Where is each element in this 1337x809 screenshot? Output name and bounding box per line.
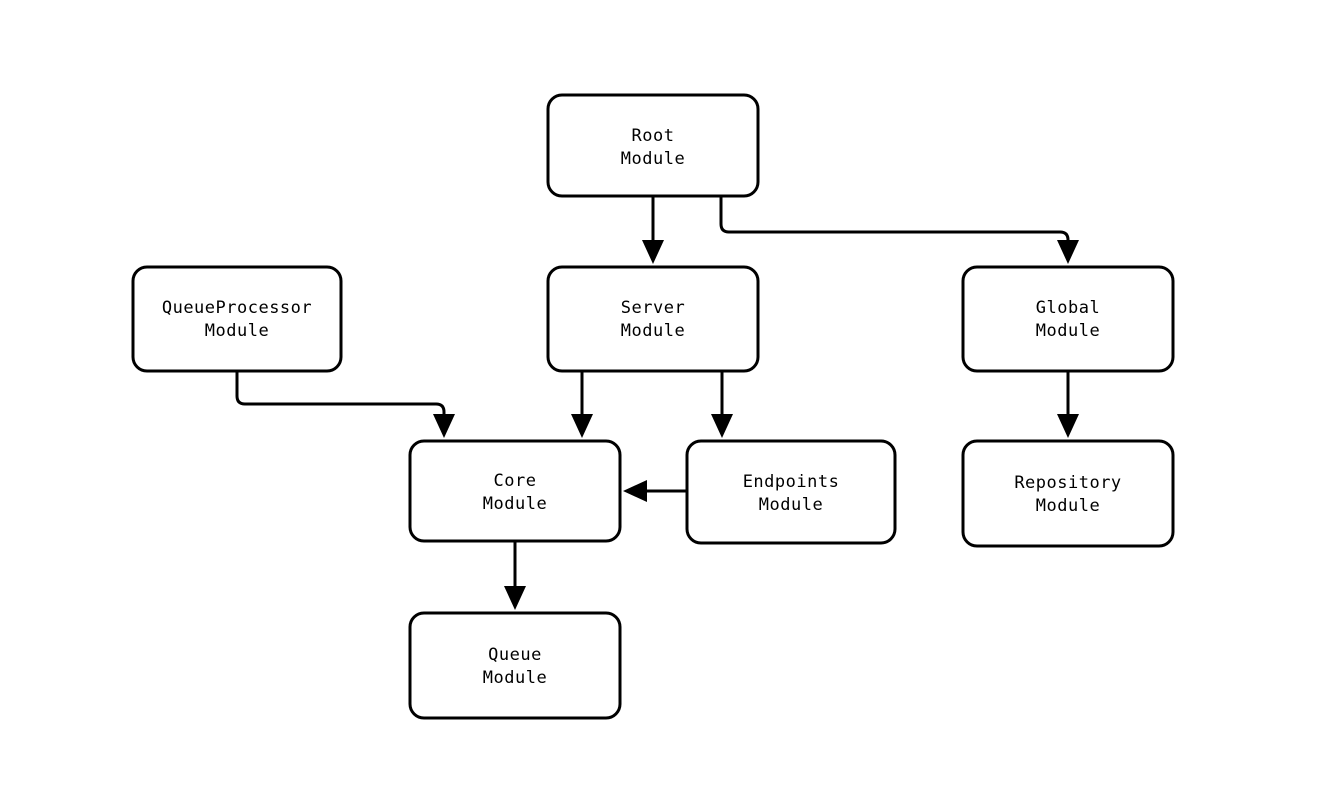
node-label-line2: Module bbox=[621, 321, 685, 341]
arrow-head-icon bbox=[1057, 240, 1079, 264]
node-label-line2: Module bbox=[1036, 496, 1100, 516]
node-label-line2: Module bbox=[759, 495, 823, 515]
node-queueprocessor-module[interactable]: QueueProcessor Module bbox=[131, 265, 343, 373]
node-box[interactable] bbox=[961, 265, 1175, 373]
node-label-line2: Module bbox=[483, 494, 547, 514]
node-box[interactable] bbox=[546, 93, 760, 198]
edge-endpoints-to-core bbox=[623, 480, 687, 502]
node-box[interactable] bbox=[408, 439, 622, 543]
node-global-module[interactable]: Global Module bbox=[961, 265, 1175, 373]
node-label-line1: Global bbox=[1036, 298, 1100, 318]
node-endpoints-module[interactable]: Endpoints Module bbox=[685, 439, 897, 545]
edge-root-to-server bbox=[642, 196, 664, 264]
node-core-module[interactable]: Core Module bbox=[408, 439, 622, 543]
node-layer: Root Module QueueProcessor Module Server… bbox=[131, 93, 1175, 720]
node-label-line2: Module bbox=[205, 321, 269, 341]
node-label-line1: Endpoints bbox=[743, 472, 840, 492]
edge-global-to-repository bbox=[1057, 371, 1079, 438]
node-label-line2: Module bbox=[621, 149, 685, 169]
node-label-line1: Repository bbox=[1014, 473, 1121, 493]
arrow-head-icon bbox=[504, 586, 526, 610]
node-queue-module[interactable]: Queue Module bbox=[408, 611, 622, 720]
arrow-head-icon bbox=[623, 480, 647, 502]
node-box[interactable] bbox=[131, 265, 343, 373]
node-box[interactable] bbox=[961, 439, 1175, 548]
arrow-head-icon bbox=[1057, 414, 1079, 438]
arrow-head-icon bbox=[433, 414, 455, 438]
edge-queueprocessor-to-core bbox=[235, 371, 455, 438]
node-box[interactable] bbox=[546, 265, 760, 373]
node-server-module[interactable]: Server Module bbox=[546, 265, 760, 373]
edge-line bbox=[719, 196, 1070, 250]
edge-line bbox=[235, 371, 446, 424]
node-label-line1: Core bbox=[494, 471, 537, 491]
node-label-line2: Module bbox=[483, 668, 547, 688]
node-label-line1: Server bbox=[621, 298, 685, 318]
arrow-head-icon bbox=[571, 414, 593, 438]
node-repository-module[interactable]: Repository Module bbox=[961, 439, 1175, 548]
arrow-head-icon bbox=[642, 240, 664, 264]
node-box[interactable] bbox=[408, 611, 622, 720]
edge-server-to-endpoints bbox=[711, 371, 733, 438]
arrow-head-icon bbox=[711, 414, 733, 438]
node-label-line2: Module bbox=[1036, 321, 1100, 341]
node-root-module[interactable]: Root Module bbox=[546, 93, 760, 198]
edge-layer bbox=[235, 196, 1079, 610]
node-label-line1: QueueProcessor bbox=[162, 298, 312, 318]
node-box[interactable] bbox=[685, 439, 897, 545]
edge-root-to-global bbox=[719, 196, 1079, 264]
edge-core-to-queue bbox=[504, 541, 526, 610]
edge-server-to-core bbox=[571, 371, 593, 438]
node-label-line1: Root bbox=[632, 126, 675, 146]
node-label-line1: Queue bbox=[488, 645, 542, 665]
